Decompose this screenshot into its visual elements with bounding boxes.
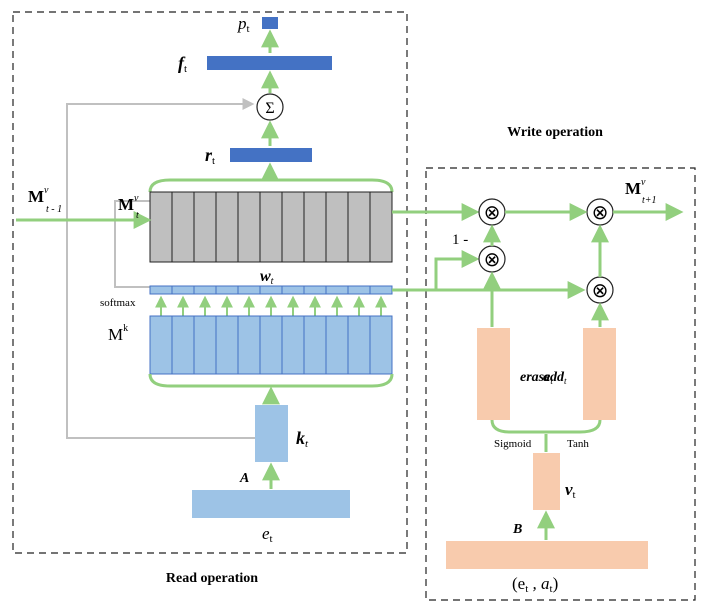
gray-w-link [114, 200, 150, 288]
k-label: kt [296, 428, 309, 450]
add-label: addt [543, 370, 567, 386]
read-operation-caption: Read operation [166, 571, 258, 586]
p-output-block [262, 17, 278, 29]
B-label: B [512, 522, 522, 537]
r-read-vector [230, 148, 312, 162]
write-panel [425, 167, 696, 601]
value-memory-frame [148, 178, 394, 193]
M-prev-subscript: t - 1 [46, 204, 62, 215]
sigmoid-label: Sigmoid [494, 438, 532, 450]
f-label: ft [178, 53, 187, 75]
v-to-gates-curve [490, 419, 602, 434]
add-vector [583, 328, 616, 420]
e-label: et [262, 524, 273, 545]
M-key-label: Mk [108, 323, 128, 344]
add-multiply-node: ⊗ [586, 276, 614, 304]
sum-node [256, 93, 284, 121]
M-cur-subscript: t [136, 210, 139, 221]
erase-label: eraset [520, 370, 553, 386]
input-pair-label: (et , at) [512, 574, 558, 595]
k-query-vector [255, 405, 288, 462]
write-operation-caption: Write operation [507, 125, 603, 140]
input-pair-bar [446, 541, 648, 569]
svg-text:⊗: ⊗ [592, 280, 609, 302]
key-memory-frame [148, 373, 394, 388]
f-layer-bar [207, 56, 332, 70]
v-vector [533, 453, 560, 510]
weights-to-one-minus [434, 250, 480, 290]
one-minus-multiply-node: ⊗ [478, 245, 506, 273]
erase-vector [477, 328, 510, 420]
key-to-weight-arrows [155, 295, 387, 316]
M-next-subscript: t+1 [642, 195, 657, 206]
A-label: A [239, 471, 249, 486]
one-minus-label: 1 - [452, 232, 468, 248]
softmax-label: softmax [100, 297, 136, 309]
value-memory-matrix [149, 191, 393, 263]
p-label: pt [237, 14, 250, 35]
erase-multiply-node: ⊗ [478, 198, 506, 226]
svg-text:⊗: ⊗ [484, 249, 501, 271]
key-memory-matrix [149, 315, 393, 375]
svg-text:⊗: ⊗ [484, 202, 501, 224]
r-label: rt [205, 145, 215, 167]
sum-symbol: Σ [265, 100, 274, 117]
v-label: vt [565, 480, 576, 501]
skip-connection [66, 98, 256, 439]
tanh-label: Tanh [567, 438, 589, 450]
e-input-bar [192, 490, 350, 518]
read-panel [12, 11, 408, 554]
update-multiply-node: ⊗ [586, 198, 614, 226]
svg-text:⊗: ⊗ [592, 202, 609, 224]
attention-weights [149, 285, 393, 295]
M-next-label: Mv [625, 177, 646, 198]
M-prev-label: Mv [28, 185, 49, 206]
M-cur-label: Mv [118, 193, 139, 214]
w-label: wt [260, 268, 274, 287]
